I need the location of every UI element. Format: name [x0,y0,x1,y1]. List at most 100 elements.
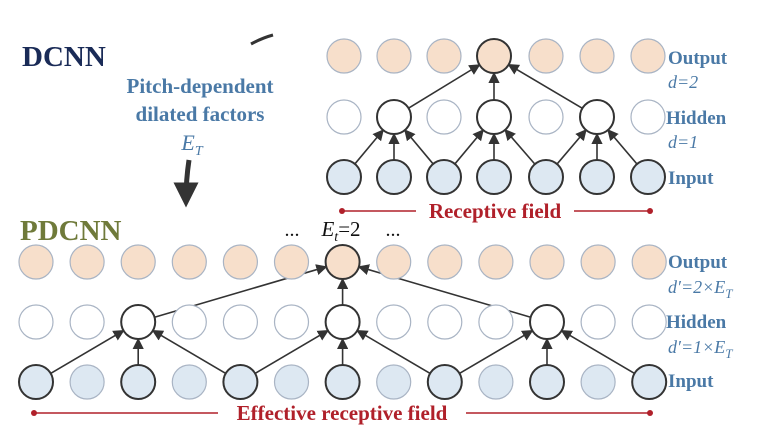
pdcnn-input-node [18,364,54,400]
dcnn-input-node [376,159,412,195]
pdcnn-output-node [478,244,514,280]
dcnn-hidden-node [376,99,412,135]
dcnn-edge-input-hidden [404,129,434,165]
pdcnn-hidden-node [18,304,54,340]
pdcnn-hidden-node [69,304,105,340]
dcnn-rf-left-end [339,208,345,214]
pdcnn-ellipsis-right: ... [386,219,401,241]
pdcnn-output-label: Output [668,252,728,273]
down-arrow-icon [173,159,199,208]
pdcnn-output-node [222,244,258,280]
pdcnn-edge-input-hidden [356,329,431,375]
pdcnn-hidden-node [222,304,258,340]
pdcnn-output-node [273,244,310,280]
pdcnn-output-node [324,244,361,280]
pdcnn-output-param: d′=2×ET [668,277,733,301]
dcnn-output-node [476,38,512,74]
pdcnn-hidden-node [631,304,667,340]
pdcnn-hidden-node [324,304,361,340]
pdcnn-edge-input-hidden [151,329,227,375]
dcnn-hidden-node [426,99,462,135]
pdcnn-hidden-label: Hidden [666,312,727,333]
dcnn-edge-hidden-output [408,64,481,109]
dcnn-output-node [326,38,362,74]
dcnn-input-label: Input [668,168,714,189]
dcnn-edge-input-hidden [354,129,384,165]
dcnn-input-node [579,159,615,195]
pdcnn-output-node [120,244,156,280]
pdcnn-input-node [580,364,616,400]
pdcnn-hidden-node [376,304,412,340]
pdcnn-edge-input-hidden [50,329,125,375]
dcnn-input-node [326,159,362,195]
dcnn-rf-right-end [647,208,653,214]
pdcnn-output-node [376,244,412,280]
pdcnn-edge-input-hidden [254,329,330,375]
dcnn-connections [354,64,638,165]
dcnn-input-node [528,159,564,195]
pdcnn-input-label: Input [668,371,714,392]
dcnn-hidden-node [528,99,564,135]
pdcnn-hidden-node [427,304,463,340]
pdcnn-input-node [631,364,668,400]
pdcnn-input-node [529,364,565,400]
dcnn-input-node [426,159,462,195]
dcnn-receptive-field-label: Receptive field [429,199,562,223]
dcnn-edge-input-hidden [454,129,484,165]
pdcnn-input-node [273,364,310,400]
dcnn-hidden-node [630,99,666,135]
pdcnn-rf-left-end [31,410,37,416]
dcnn-edge-input-hidden [556,129,587,165]
dcnn-output-node [630,38,666,74]
dcnn-edge-input-hidden [504,128,536,165]
pdcnn-edge-input-hidden [560,329,635,375]
pdcnn-input-node [376,364,412,400]
pdcnn-input-node [426,364,463,400]
pdcnn-output-node [69,244,105,280]
dcnn-hidden-node [326,99,362,135]
pitch-annotation-line2: dilated factors [136,102,265,126]
pdcnn-et-value: Et=2 [320,217,360,245]
pdcnn-input-node [478,364,514,400]
pdcnn-edge-input-hidden [459,329,534,375]
dcnn-output-node [528,38,564,74]
dcnn-input-node [476,159,512,195]
pdcnn-hidden-node [580,304,616,340]
pdcnn-input-node [324,364,361,400]
pdcnn-input-node [69,364,105,400]
dcnn-hidden-label: Hidden [666,108,727,129]
dcnn-hidden-node [579,99,615,135]
dcnn-input-node [630,159,666,195]
pitch-annotation-line1: Pitch-dependent [127,74,274,98]
pdcnn-ellipsis-left: ... [285,219,300,241]
pdcnn-output-node [18,244,54,280]
dcnn-edge-hidden-output [507,64,583,110]
pdcnn-title: PDCNN [20,215,122,247]
pdcnn-input-node [120,364,157,400]
pdcnn-receptive-field-label: Effective receptive field [237,401,448,425]
dcnn-output-node [376,38,412,74]
dcnn-hidden-param: d=1 [668,132,698,152]
dcnn-nodes [326,38,666,195]
dcnn-title: DCNN [22,41,106,73]
pdcnn-hidden-node [478,304,514,340]
pdcnn-input-node [222,364,259,400]
pdcnn-hidden-node [529,304,565,340]
dcnn-output-label: Output [668,48,728,69]
pitch-symbol: ET [180,130,203,159]
dcnn-output-node [579,38,615,74]
pdcnn-nodes [18,244,668,400]
pdcnn-output-node [529,244,565,280]
dcnn-output-node [426,38,462,74]
pdcnn-output-node [631,244,667,280]
accent-stroke [250,33,274,46]
dcnn-output-param: d=2 [668,72,698,92]
pdcnn-hidden-node [120,304,157,340]
pdcnn-output-node [427,244,463,280]
dcnn-hidden-node [476,99,512,135]
pdcnn-output-node [580,244,616,280]
pdcnn-input-node [171,364,207,400]
pdcnn-rf-right-end [647,410,653,416]
pdcnn-hidden-node [273,304,310,340]
